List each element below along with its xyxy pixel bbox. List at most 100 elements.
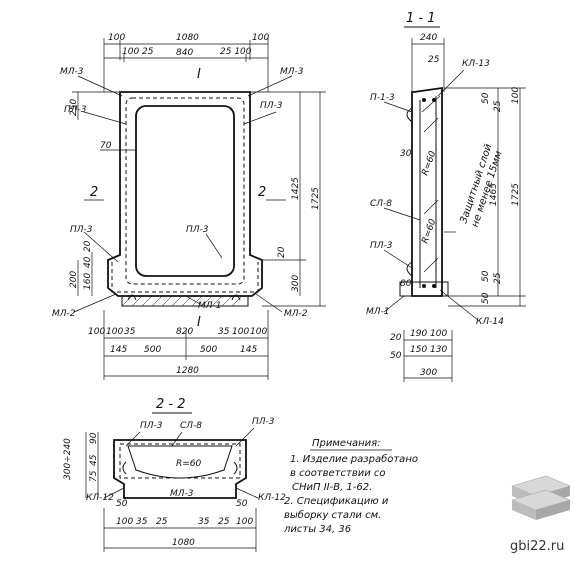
dim-top-left: 100 (108, 33, 125, 43)
s2-dim-75: 75 (89, 470, 99, 482)
s1-dim-r-25b: 25 (493, 272, 503, 284)
s1-dim-r-50a: 50 (481, 92, 491, 104)
s1-dim-b-130: 130 (430, 345, 447, 355)
s1-dim-240: 240 (420, 33, 437, 43)
dim-b-145b: 145 (240, 345, 257, 355)
s1-dim-b-150: 150 (410, 345, 427, 355)
dim-right-20: 20 (277, 246, 287, 258)
label-ml1: МЛ-1 (198, 301, 222, 311)
s1-dim-b-190: 190 (410, 329, 427, 339)
notes-block: Примечания: 1. Изделие разработано в соо… (283, 438, 418, 535)
s2-label-ml3: МЛ-3 (170, 489, 194, 499)
s1-label-p13: П-1-3 (370, 93, 395, 103)
s2-dim-b-1080: 1080 (172, 538, 195, 548)
dim-right-1725: 1725 (311, 187, 321, 210)
s2-dim-b-35b: 35 (198, 517, 210, 527)
foot-hatching (121, 295, 243, 307)
dim-top-left-inner: 100 25 (122, 47, 154, 57)
label-ml2-left: МЛ-2 (52, 309, 76, 319)
s1-dim-r-1725: 1725 (511, 183, 521, 206)
notes-line-6: листы 34, 36 (283, 524, 351, 535)
s2-dim-b-100b: 100 (236, 517, 253, 527)
s1-label-sl8: СЛ-8 (370, 199, 392, 209)
s1-dim-r-25a: 25 (493, 100, 503, 112)
dim-b-100b: 100 (106, 327, 123, 337)
label-pl3-left: ПЛ-3 (64, 105, 87, 115)
s1-label-pl3: ПЛ-3 (370, 241, 393, 251)
s1-label-kl13: КЛ-13 (462, 59, 490, 69)
s2-dim-45: 45 (89, 454, 99, 466)
s1-note-cover: Защитный слой не менее 15мм (458, 140, 506, 229)
s2-dim-b-100a: 100 (116, 517, 133, 527)
s1-dim-25: 25 (428, 55, 440, 65)
s2-dim-b-25a: 25 (156, 517, 168, 527)
dim-b-100d: 100 (250, 327, 267, 337)
s2-label-sl8: СЛ-8 (180, 421, 202, 431)
section-mark-top: I (197, 67, 201, 82)
dim-b-145a: 145 (110, 345, 127, 355)
watermark-logo (511, 475, 571, 520)
s1-dim-r-50c: 50 (481, 292, 491, 304)
dim-top-total: 1080 (176, 33, 199, 43)
dim-b-820: 820 (176, 327, 193, 337)
dim-top-right-inner: 25 100 (220, 47, 252, 57)
dim-top-inner: 840 (176, 48, 193, 58)
dim-left-250: 250 (69, 99, 79, 116)
s1-dim-r-1465: 1465 (489, 183, 499, 206)
s1-dim-r-50b: 50 (481, 270, 491, 282)
dim-b-500b: 500 (200, 345, 217, 355)
s1-label-ml1: МЛ-1 (366, 307, 390, 317)
s1-dim-30: 30 (400, 149, 412, 159)
dim-b-500a: 500 (144, 345, 161, 355)
s1-dim-r-100: 100 (511, 87, 521, 104)
notes-heading: Примечания: (312, 438, 381, 449)
s1-dim-b-50: 50 (390, 351, 402, 361)
section-1-title: 1 - 1 (406, 11, 436, 26)
s2-dim-b-50: 50 (236, 499, 248, 509)
notes-line-3: СНиП II-В, 1-62. (292, 482, 372, 493)
label-pl3-bottom-left: ПЛ-3 (70, 225, 93, 235)
section-symbol-right: 2 (258, 185, 266, 200)
s1-label-kl14: КЛ-14 (476, 317, 504, 327)
dim-b-100a: 100 (88, 327, 105, 337)
label-ml2-right: МЛ-2 (284, 309, 308, 319)
s2-label-pl3-right: ПЛ-3 (252, 417, 275, 427)
label-ml3-right: МЛ-3 (280, 67, 304, 77)
dim-b-35a: 35 (124, 327, 136, 337)
main-view: 100 1080 100 100 25 840 25 100 I I (52, 33, 326, 380)
dim-left-160: 160 (83, 273, 93, 290)
dim-b-35b: 35 (218, 327, 230, 337)
s1-dim-b-20: 20 (390, 333, 402, 343)
label-pl3-bottom-right: ПЛ-3 (186, 225, 209, 235)
s1-dim-80: 80 (400, 279, 412, 289)
section-2-2: 2 - 2 ПЛ-3 СЛ-8 ПЛ-3 КЛ-12 МЛ-3 КЛ-12 R=… (63, 397, 286, 552)
notes-line-2: в соответствии со (290, 468, 386, 479)
watermark-text: gbi22.ru (510, 539, 564, 554)
dim-inner-70: 70 (100, 141, 112, 151)
s2-label-pl3-left: ПЛ-3 (140, 421, 163, 431)
dim-b-1280: 1280 (176, 366, 199, 376)
dim-left-20: 20 (83, 240, 93, 252)
dim-top-right: 100 (252, 33, 269, 43)
s2-dim-90: 90 (89, 432, 99, 444)
section-mark-bottom: I (197, 315, 201, 330)
label-ml3-left: МЛ-3 (60, 67, 84, 77)
dim-left-40: 40 (83, 256, 93, 268)
label-pl3-right: ПЛ-3 (260, 101, 283, 111)
s2-dim-300-240: 300÷240 (63, 438, 73, 480)
s1-dim-b-300: 300 (420, 368, 437, 378)
section-1-1: 1 - 1 240 25 П-1-3 КЛ-13 СЛ-8 ПЛ-3 МЛ-1 … (366, 11, 526, 382)
dim-b-100c: 100 (232, 327, 249, 337)
s2-label-kl12-right: КЛ-12 (258, 493, 286, 503)
s2-label-kl12-left: КЛ-12 (86, 493, 114, 503)
s2-radius: R=60 (176, 459, 202, 469)
s2-dim-b-35a: 35 (136, 517, 148, 527)
dim-right-300: 300 (291, 275, 301, 292)
section-symbol-left: 2 (90, 185, 98, 200)
section-2-title: 2 - 2 (156, 397, 186, 412)
notes-line-1: 1. Изделие разработано (290, 453, 418, 465)
s2-dim-50: 50 (116, 499, 128, 509)
notes-line-5: выборку стали см. (284, 509, 381, 521)
s2-dim-b-25b: 25 (218, 517, 230, 527)
